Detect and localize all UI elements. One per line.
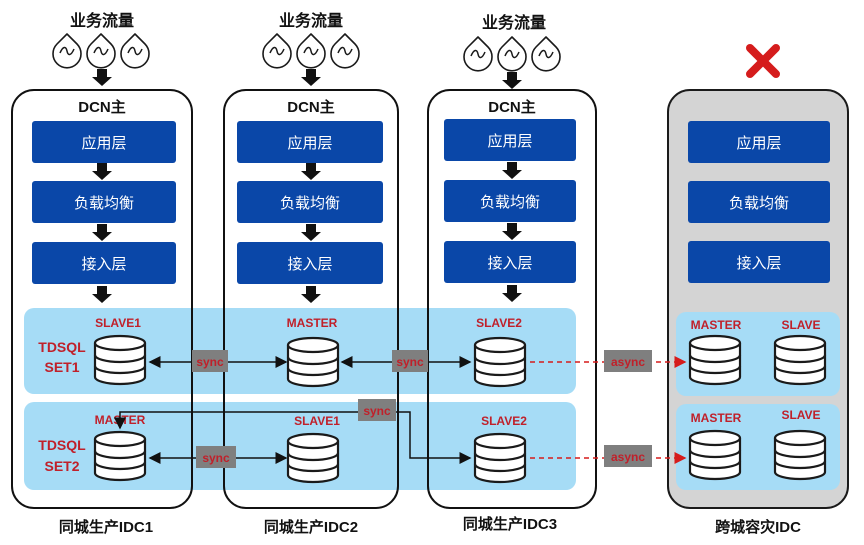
access-layer-box-dr xyxy=(688,241,830,283)
traffic-wave-icon xyxy=(296,33,326,69)
traffic-wave-icon xyxy=(262,33,292,69)
lb-layer-box-2 xyxy=(237,181,383,223)
down-arrow-icon xyxy=(301,224,321,241)
dcn-label-1: DCN主 xyxy=(78,98,126,116)
down-arrow-icon xyxy=(502,162,522,179)
database-icon xyxy=(286,336,340,388)
lb-layer-box-3 xyxy=(444,180,576,222)
database-icon xyxy=(473,336,527,388)
database-icon xyxy=(93,334,147,386)
database-icon xyxy=(688,429,742,481)
idc3-label: 同城生产IDC3 xyxy=(463,515,557,533)
access-layer-label-1: 接入层 xyxy=(81,256,126,273)
app-layer-box-1 xyxy=(32,121,176,163)
set1-sync-label-2: sync xyxy=(396,355,424,369)
set1-sync-tag-1 xyxy=(192,350,228,372)
access-layer-box-3 xyxy=(444,241,576,283)
idc1-label: 同城生产IDC1 xyxy=(59,518,153,536)
set2-sync-label-1: sync xyxy=(202,451,230,465)
access-layer-box-2 xyxy=(237,242,383,284)
app-layer-label-dr: 应用层 xyxy=(736,134,781,152)
red-x-icon xyxy=(746,44,780,78)
set2-name-line2: SET2 xyxy=(44,458,79,474)
database-icon xyxy=(688,334,742,386)
set2-async-tag xyxy=(604,445,652,467)
lb-layer-label-dr: 负载均衡 xyxy=(729,195,789,212)
traffic-label-3: 业务流量 xyxy=(482,13,546,32)
set1-role-idc2: MASTER xyxy=(287,316,338,330)
idc2-label: 同城生产IDC2 xyxy=(264,518,358,536)
set1-role-idc1: SLAVE1 xyxy=(95,316,141,330)
traffic-wave-icon xyxy=(463,36,493,72)
down-arrow-icon xyxy=(301,163,321,180)
idc1-outline xyxy=(11,89,193,509)
lb-layer-box-dr xyxy=(688,181,830,223)
set1-async-label: async xyxy=(611,355,645,369)
app-layer-label-3: 应用层 xyxy=(487,132,532,150)
database-icon xyxy=(473,432,527,484)
lb-layer-box-1 xyxy=(32,181,176,223)
down-arrow-icon xyxy=(502,72,522,89)
set2-name-line1: TDSQL xyxy=(38,437,86,453)
lb-layer-label-3: 负载均衡 xyxy=(480,194,540,211)
set2-sync-tag-2 xyxy=(358,399,396,421)
access-layer-label-dr: 接入层 xyxy=(736,255,781,272)
app-layer-box-2 xyxy=(237,121,383,163)
app-layer-label-2: 应用层 xyxy=(287,134,332,152)
down-arrow-icon xyxy=(301,69,321,86)
set2-async-label: async xyxy=(611,450,645,464)
traffic-wave-icon xyxy=(86,33,116,69)
set1-role-idc3: SLAVE2 xyxy=(476,316,522,330)
app-layer-label-1: 应用层 xyxy=(81,134,126,152)
down-arrow-icon xyxy=(92,163,112,180)
dcn-label-2: DCN主 xyxy=(287,98,335,116)
traffic-wave-icon xyxy=(52,33,82,69)
database-icon xyxy=(93,430,147,482)
access-layer-box-1 xyxy=(32,242,176,284)
set2-role-dr-right: SLAVE xyxy=(781,408,820,422)
set1-role-dr-left: MASTER xyxy=(691,318,742,332)
set2-sync-tag-1 xyxy=(196,446,236,468)
access-layer-label-2: 接入层 xyxy=(287,256,332,273)
traffic-wave-icon xyxy=(531,36,561,72)
set2-role-idc3: SLAVE2 xyxy=(481,414,527,428)
traffic-label-1: 业务流量 xyxy=(70,11,134,30)
database-icon xyxy=(286,432,340,484)
app-layer-box-3 xyxy=(444,119,576,161)
traffic-wave-icon xyxy=(330,33,360,69)
set1-name-line2: SET1 xyxy=(44,359,79,375)
traffic-wave-icon xyxy=(120,33,150,69)
down-arrow-icon xyxy=(92,69,112,86)
traffic-label-2: 业务流量 xyxy=(279,11,343,30)
set2-role-idc2: SLAVE1 xyxy=(294,414,340,428)
down-arrow-icon xyxy=(301,286,321,303)
set1-sync-tag-2 xyxy=(392,350,428,372)
traffic-wave-icon xyxy=(497,36,527,72)
down-arrow-icon xyxy=(92,224,112,241)
set1-name-line1: TDSQL xyxy=(38,339,86,355)
set1-async-tag xyxy=(604,350,652,372)
app-layer-box-dr xyxy=(688,121,830,163)
set2-sync-label-2: sync xyxy=(363,404,391,418)
database-icon xyxy=(773,334,827,386)
dcn-label-3: DCN主 xyxy=(488,98,536,116)
dr-idc-label: 跨城容灾IDC xyxy=(715,518,801,536)
set2-role-dr-left: MASTER xyxy=(691,411,742,425)
down-arrow-icon xyxy=(502,285,522,302)
set1-role-dr-right: SLAVE xyxy=(781,318,820,332)
lb-layer-label-2: 负载均衡 xyxy=(280,195,340,212)
access-layer-label-3: 接入层 xyxy=(487,255,532,272)
set1-sync-label-1: sync xyxy=(196,355,224,369)
idc2-outline xyxy=(223,89,399,509)
down-arrow-icon xyxy=(502,223,522,240)
database-icon xyxy=(773,429,827,481)
down-arrow-icon xyxy=(92,286,112,303)
idc3-outline xyxy=(427,89,597,509)
set2-sync-link-2 xyxy=(114,411,472,464)
lb-layer-label-1: 负载均衡 xyxy=(74,195,134,212)
